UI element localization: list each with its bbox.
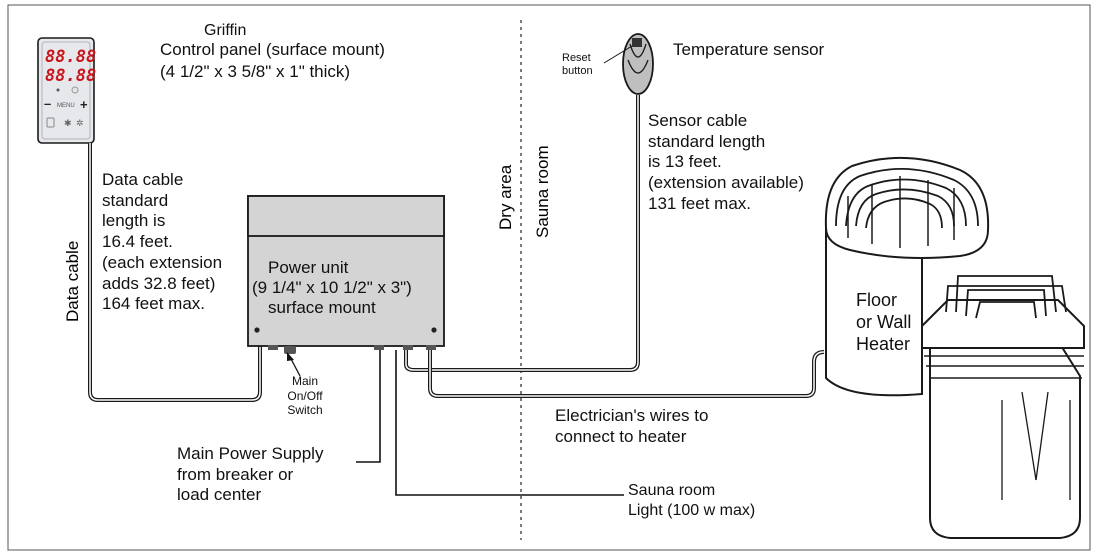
indicator-icon bbox=[56, 88, 60, 92]
switch-label: Main On/Off Switch bbox=[287, 374, 323, 418]
screw-right bbox=[431, 327, 437, 333]
grommet-4 bbox=[426, 345, 436, 350]
minus-button: – bbox=[44, 96, 51, 111]
light-icon bbox=[46, 117, 55, 128]
electrician-wires-label: Electrician's wires to connect to heater bbox=[555, 406, 709, 446]
control-panel-title: Control panel (surface mount) bbox=[160, 40, 385, 59]
reset-button-label: Reset button bbox=[562, 52, 593, 78]
fan-icon: ✱ bbox=[64, 118, 72, 128]
dry-area-label: Dry area bbox=[496, 164, 515, 230]
main-power-label: Main Power Supply from breaker or load c… bbox=[177, 444, 324, 505]
grommet-3 bbox=[403, 345, 413, 350]
control-panel-dimensions: (4 1/2" x 3 5/8" x 1" thick) bbox=[160, 62, 351, 81]
sensor-cable-note: Sensor cable standard length is 13 feet.… bbox=[648, 111, 804, 213]
power-icon bbox=[71, 86, 79, 94]
main-switch bbox=[284, 346, 296, 354]
data-cable-note: Data cable standard length is 16.4 feet.… bbox=[102, 170, 223, 314]
menu-label: MENU bbox=[57, 103, 75, 109]
temperature-sensor-title: Temperature sensor bbox=[673, 40, 825, 59]
light-line bbox=[395, 350, 624, 496]
data-cable-label: Data cable bbox=[63, 240, 82, 322]
sauna-room-label: Sauna room bbox=[533, 145, 552, 238]
display-top: 88.88 bbox=[45, 47, 96, 67]
grommet-1 bbox=[268, 345, 278, 350]
power-unit-dimensions: (9 1/4" x 10 1/2" x 3") bbox=[252, 278, 412, 297]
reset-pointer bbox=[603, 45, 633, 64]
main-power-line bbox=[356, 350, 381, 463]
screw-left bbox=[254, 327, 260, 333]
heater-label: Floor or Wall Heater bbox=[856, 290, 912, 354]
floor-heater bbox=[824, 156, 990, 397]
light-label: Sauna room Light (100 w max) bbox=[628, 482, 756, 519]
diagram-frame bbox=[7, 4, 1091, 551]
reset-button-icon bbox=[632, 38, 642, 47]
power-unit-mount: surface mount bbox=[268, 298, 376, 317]
display-bottom: 88.88 bbox=[45, 66, 96, 86]
control-panel: 88.88 88.88 – MENU + ✱ ✲ bbox=[37, 37, 96, 144]
control-panel-brand: Griffin bbox=[204, 22, 247, 39]
fan-icon-2: ✲ bbox=[76, 118, 84, 128]
switch-arrowhead bbox=[287, 352, 294, 361]
temperature-sensor bbox=[622, 33, 654, 95]
power-unit bbox=[247, 195, 445, 354]
wall-heater bbox=[921, 275, 1085, 539]
power-unit-title: Power unit bbox=[268, 258, 349, 277]
grommet-2 bbox=[374, 345, 384, 350]
heater-wires bbox=[428, 350, 825, 398]
plus-button: + bbox=[80, 97, 88, 112]
